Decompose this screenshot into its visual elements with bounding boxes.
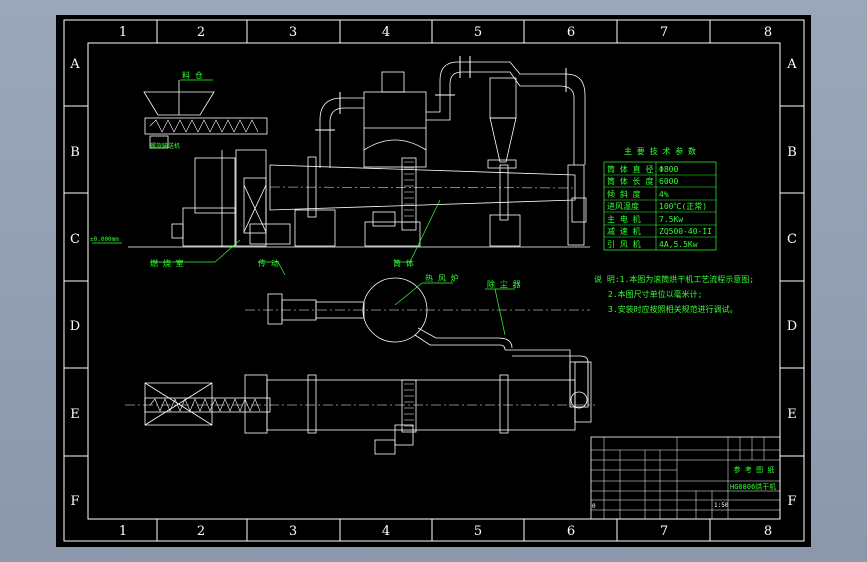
elevation-view xyxy=(128,56,590,248)
col-label-bottom: 5 xyxy=(474,524,482,539)
row-label-right: B xyxy=(787,145,797,160)
row-label-right: D xyxy=(787,319,797,334)
riding-ring-1 xyxy=(307,156,317,218)
spec-label: 筒 体 直 径 xyxy=(607,164,653,174)
feed-hopper xyxy=(143,91,215,116)
col-label-bottom: 7 xyxy=(660,524,668,539)
floor-gear-ring xyxy=(401,379,417,433)
spec-value: 4A,5.5Kw xyxy=(659,240,698,249)
grid-ticks xyxy=(64,20,804,541)
spec-label: 引 风 机 xyxy=(607,239,641,249)
gear-ring xyxy=(401,157,417,231)
note-line: 说 明:1.本图为滚筒烘干机工艺流程示意图; xyxy=(594,274,754,284)
duct-to-fan xyxy=(480,61,586,165)
col-label-bottom: 3 xyxy=(289,524,297,539)
row-label-right: A xyxy=(786,57,797,72)
floor-screw-conveyor xyxy=(144,397,271,413)
row-label-left: D xyxy=(70,319,80,334)
rotary-drum xyxy=(269,164,576,211)
title-block-title: 参 考 图 纸 xyxy=(734,465,775,474)
hopper-label: 料 仓 xyxy=(182,70,203,80)
col-label-top: 3 xyxy=(289,25,297,40)
row-label-left: B xyxy=(70,145,80,160)
spec-table: 主 要 技 术 参 数 筒 体 直 径 Φ800 筒 体 长 度 6000 倾 … xyxy=(603,146,717,251)
spec-value: 6000 xyxy=(659,177,678,186)
hot-air-label: 热 风 炉 xyxy=(425,273,459,283)
col-label-bottom: 8 xyxy=(764,524,772,539)
col-label-top: 6 xyxy=(567,25,575,40)
col-label-bottom: 6 xyxy=(567,524,575,539)
support-2 xyxy=(489,214,521,247)
col-label-top: 7 xyxy=(660,25,668,40)
col-label-top: 1 xyxy=(119,25,127,40)
row-label-left: E xyxy=(70,407,80,422)
duct-left xyxy=(319,97,364,168)
floor-motor xyxy=(374,439,396,455)
row-label-left: F xyxy=(70,494,79,509)
drive-base xyxy=(364,221,421,247)
col-label-bottom: 2 xyxy=(197,524,205,539)
row-label-left: C xyxy=(70,232,80,247)
drive-label: 传 动 xyxy=(258,258,279,268)
row-label-right: C xyxy=(787,232,797,247)
col-label-bottom: 1 xyxy=(119,524,127,539)
duct-right xyxy=(426,61,480,113)
spec-value: 7.5Kw xyxy=(659,215,683,224)
floor-view xyxy=(125,361,595,455)
conveyor-motor xyxy=(149,135,169,149)
burner-label: 燃 烧 室 xyxy=(150,258,184,268)
title-block: 参 考 图 纸 HG0806烘干机 0 1:50 xyxy=(590,436,781,520)
row-label-right: E xyxy=(787,407,797,422)
spec-label: 进风温度 xyxy=(607,201,639,211)
dust-label: 除 尘 器 xyxy=(487,279,521,289)
feeder-label: 螺旋输送机 xyxy=(150,142,180,150)
col-label-top: 4 xyxy=(382,25,390,40)
support-1 xyxy=(294,209,336,247)
row-label-left: A xyxy=(69,57,80,72)
plan-view xyxy=(245,277,590,409)
note-line: 2.本图尺寸单位以毫米计; xyxy=(608,289,702,299)
title-block-part-no: 0 xyxy=(592,503,596,510)
col-label-top: 5 xyxy=(474,25,482,40)
row-label-right: F xyxy=(787,494,796,509)
spec-label: 主 电 机 xyxy=(607,214,641,224)
kiln-label: 筒 体 xyxy=(393,258,414,268)
discharge-hood xyxy=(567,164,585,246)
riding-ring-2 xyxy=(499,164,509,221)
spec-value: ZQ500-40-II xyxy=(659,227,712,236)
spec-table-title: 主 要 技 术 参 数 xyxy=(624,146,696,156)
drawing-sheet xyxy=(56,15,811,547)
spec-value: Φ800 xyxy=(659,165,678,174)
spec-value: 100℃(正常) xyxy=(659,202,707,211)
title-block-scale: 1:50 xyxy=(714,502,729,509)
technical-notes: 说 明:1.本图为滚筒烘干机工艺流程示意图; 2.本图尺寸单位以毫米计; 3.安… xyxy=(594,274,754,314)
screw-conveyor xyxy=(144,117,268,135)
elevation-mark: ±0.000mm xyxy=(90,236,119,243)
col-label-top: 8 xyxy=(764,25,772,40)
spec-label: 筒 体 长 度 xyxy=(607,176,653,186)
col-label-bottom: 4 xyxy=(382,524,390,539)
plan-dust-collector xyxy=(362,277,428,343)
spec-value: 4% xyxy=(659,190,669,199)
annotation-leaders xyxy=(92,79,515,336)
spec-label: 倾 斜 度 xyxy=(607,189,641,199)
title-block-subtitle: HG0806烘干机 xyxy=(730,482,776,491)
spec-label: 减 速 机 xyxy=(607,226,641,236)
col-label-top: 2 xyxy=(197,25,205,40)
note-line: 3.安装时应按照相关规范进行调试。 xyxy=(608,304,738,314)
